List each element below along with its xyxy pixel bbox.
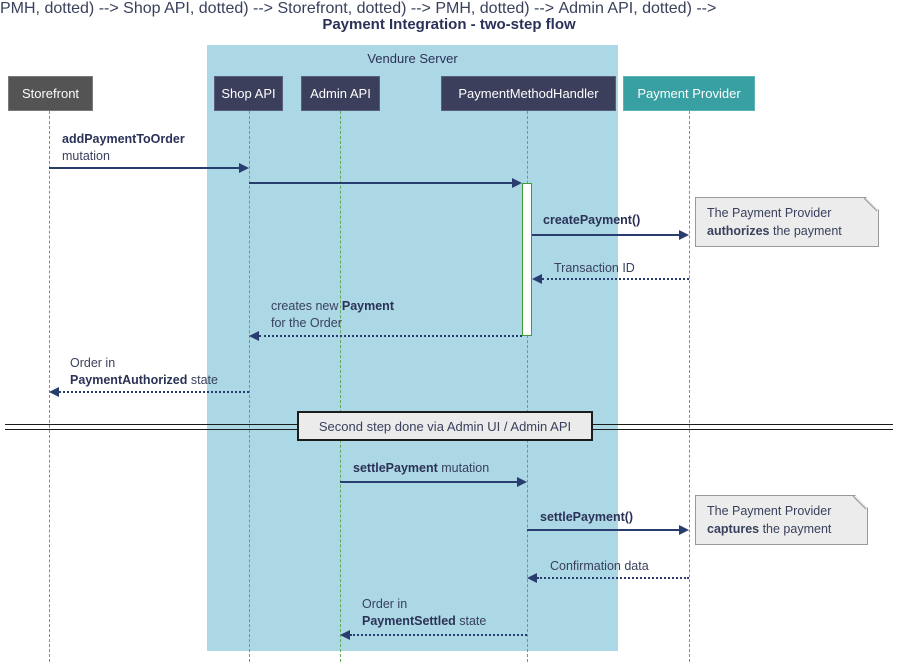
message-label-settle-call: settlePayment() bbox=[540, 509, 633, 526]
lifeline-payment-method-handler bbox=[527, 111, 528, 662]
message-label-confirmation: Confirmation data bbox=[550, 559, 649, 573]
label-bold: PaymentSettled bbox=[362, 614, 456, 628]
label-line2: for the Order bbox=[271, 316, 342, 330]
label-line2: mutation bbox=[62, 149, 110, 163]
label-suffix: mutation bbox=[437, 461, 490, 475]
note-fold-icon bbox=[864, 198, 878, 212]
label-line1: Order in bbox=[70, 356, 116, 370]
arrow-order-authorized bbox=[59, 391, 249, 393]
message-label-creates-payment: creates new Payment for the Order bbox=[271, 298, 394, 332]
note-authorizes: The Payment Provider authorizes the paym… bbox=[695, 197, 879, 247]
diagram-title: Payment Integration - two-step flow bbox=[322, 16, 576, 33]
activation-bar bbox=[522, 183, 532, 336]
label-bold: Payment bbox=[341, 299, 394, 313]
message-label-transaction-id: Transaction ID bbox=[554, 261, 635, 275]
label-line1: Order in bbox=[362, 597, 408, 611]
lifeline-admin-api bbox=[340, 111, 341, 662]
arrow-create-payment bbox=[532, 234, 679, 236]
lifeline-payment-provider bbox=[689, 111, 690, 662]
message-label-settle-mutation: settlePayment mutation bbox=[353, 460, 489, 477]
vendure-server-label: Vendure Server bbox=[367, 51, 458, 66]
arrowhead-right-icon bbox=[512, 178, 522, 188]
arrowhead-left-icon bbox=[532, 274, 542, 284]
note-bold: captures bbox=[707, 522, 760, 536]
arrowhead-left-icon bbox=[527, 573, 537, 583]
participant-payment-provider: Payment Provider bbox=[623, 76, 755, 111]
participant-storefront: Storefront bbox=[8, 76, 93, 111]
vendure-server-container bbox=[207, 45, 618, 651]
label-bold: addPaymentToOrder bbox=[62, 132, 185, 146]
message-label-create-payment: createPayment() bbox=[543, 212, 640, 229]
label-bold: settlePayment() bbox=[540, 510, 634, 524]
note-fold-icon bbox=[853, 496, 867, 510]
label-suffix: state bbox=[455, 614, 487, 628]
note-rest: the payment bbox=[759, 522, 832, 536]
arrowhead-right-icon bbox=[517, 477, 527, 487]
note-line2: authorizes the payment bbox=[707, 222, 868, 240]
note-line1: The Payment Provider bbox=[707, 504, 832, 518]
label-bold: settlePayment bbox=[353, 461, 438, 475]
note-bold: authorizes bbox=[707, 224, 770, 238]
label-suffix: state bbox=[187, 373, 218, 387]
arrowhead-right-icon bbox=[679, 230, 689, 240]
divider-label: Second step done via Admin UI / Admin AP… bbox=[297, 411, 593, 441]
participant-payment-method-handler: PaymentMethodHandler bbox=[441, 76, 616, 111]
arrow-shop-to-handler bbox=[249, 182, 512, 184]
arrowhead-right-icon bbox=[239, 163, 249, 173]
note-rest: the payment bbox=[769, 224, 842, 238]
label-bold: PaymentAuthorized bbox=[70, 373, 188, 387]
note-line2: captures the payment bbox=[707, 520, 857, 538]
note-captures: The Payment Provider captures the paymen… bbox=[695, 495, 868, 545]
arrow-add-payment bbox=[49, 167, 239, 169]
arrow-transaction-id bbox=[542, 278, 689, 280]
arrow-settle-call bbox=[527, 529, 679, 531]
lifeline-storefront bbox=[49, 111, 50, 662]
arrowhead-right-icon bbox=[679, 525, 689, 535]
arrow-creates-payment bbox=[259, 335, 522, 337]
lifeline-shop-api bbox=[249, 111, 250, 662]
participant-shop-api: Shop API bbox=[214, 76, 283, 111]
arrowhead-left-icon bbox=[249, 331, 259, 341]
label-prefix: creates new bbox=[271, 299, 342, 313]
arrow-settle-mutation bbox=[340, 481, 517, 483]
arrow-confirmation bbox=[537, 577, 689, 579]
message-label-add-payment: addPaymentToOrder mutation bbox=[62, 131, 185, 165]
message-label-order-authorized: Order in PaymentAuthorized state bbox=[70, 355, 218, 389]
arrowhead-left-icon bbox=[340, 630, 350, 640]
arrowhead-left-icon bbox=[49, 387, 59, 397]
note-line1: The Payment Provider bbox=[707, 206, 832, 220]
label-bold: createPayment() bbox=[543, 213, 641, 227]
participant-admin-api: Admin API bbox=[301, 76, 380, 111]
message-label-order-settled: Order in PaymentSettled state bbox=[362, 596, 486, 630]
arrow-order-settled bbox=[350, 634, 527, 636]
